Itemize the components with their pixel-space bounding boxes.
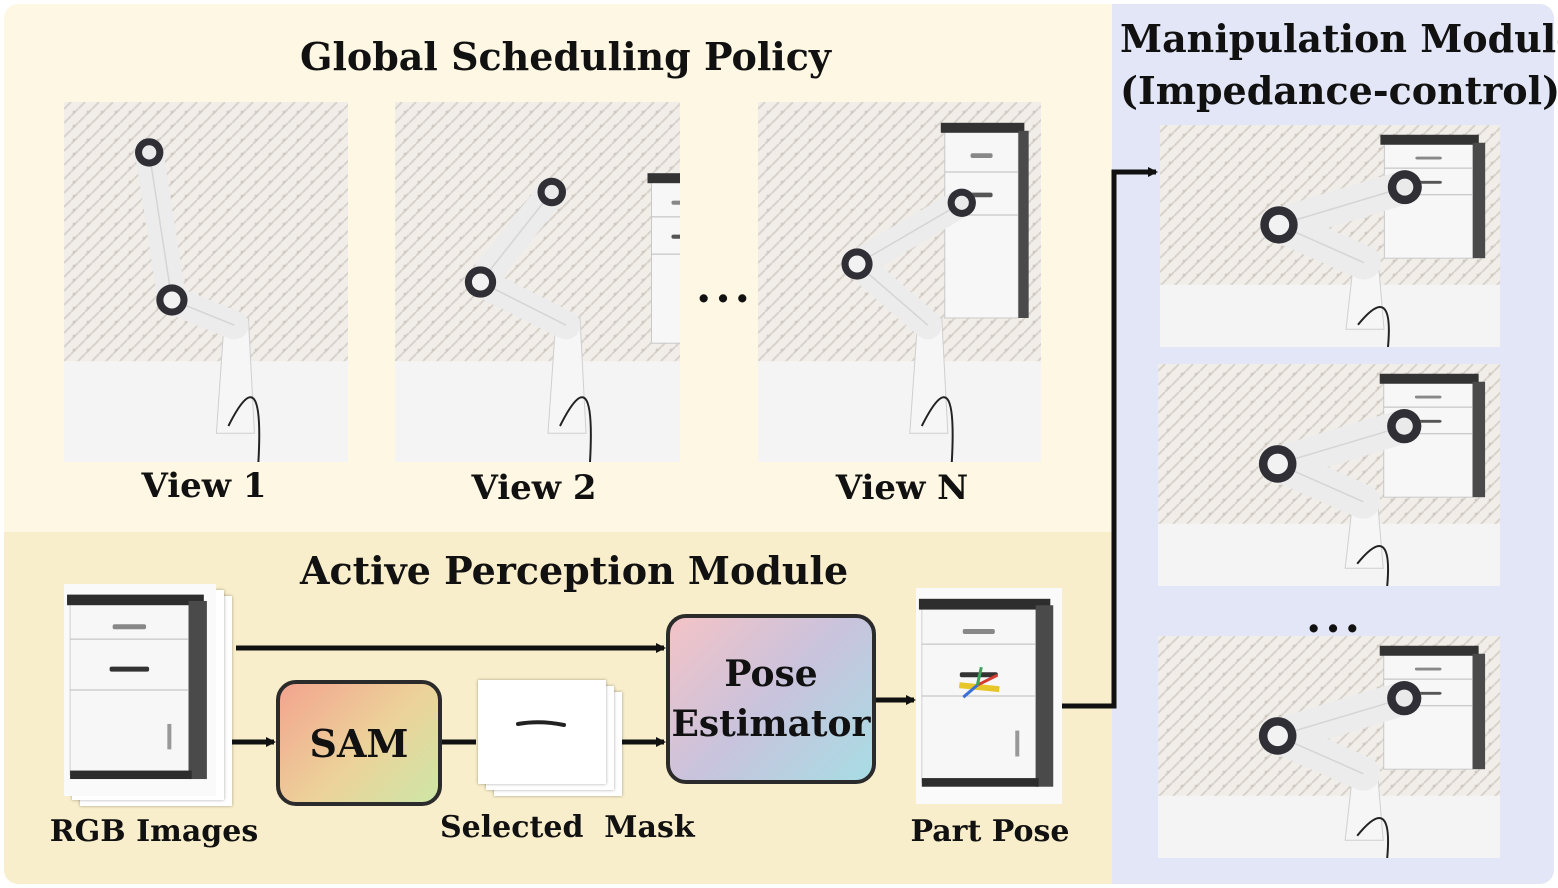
part-pose-photo <box>916 588 1062 804</box>
manipulation-title-line2: (Impedance-control) <box>1120 68 1558 113</box>
view-2-photo <box>395 102 680 462</box>
manipulation-photo-1 <box>1160 125 1500 347</box>
pose-estimator-box: Pose Estimator <box>666 614 876 784</box>
mask-handle-icon <box>516 720 566 727</box>
view-n-photo <box>758 102 1041 462</box>
rgb-images-label: RGB Images <box>49 814 259 849</box>
manipulation-photo-2 <box>1158 364 1500 586</box>
global-scheduling-title: Global Scheduling Policy <box>300 34 831 79</box>
sam-label: SAM <box>309 720 409 766</box>
selected-mask-image <box>478 680 606 784</box>
pose-estimator-label-line1: Pose <box>724 653 818 695</box>
view-2-label: View 2 <box>471 468 597 508</box>
active-perception-title: Active Perception Module <box>300 548 849 593</box>
selected-mask-label: Selected Mask <box>440 810 695 845</box>
part-pose-label: Part Pose <box>910 814 1070 849</box>
manipulation-ellipsis: ... <box>1306 592 1364 643</box>
views-ellipsis: ... <box>696 262 754 313</box>
rgb-image-photo <box>64 584 216 796</box>
pose-estimator-label-line2: Estimator <box>671 703 871 745</box>
view-n-label: View N <box>835 468 969 508</box>
manipulation-title-line1: Manipulation Module <box>1120 16 1558 61</box>
view-1-label: View 1 <box>141 466 267 506</box>
manipulation-photo-3 <box>1158 636 1500 858</box>
view-1-photo <box>64 102 348 462</box>
sam-module-box: SAM <box>276 680 442 806</box>
